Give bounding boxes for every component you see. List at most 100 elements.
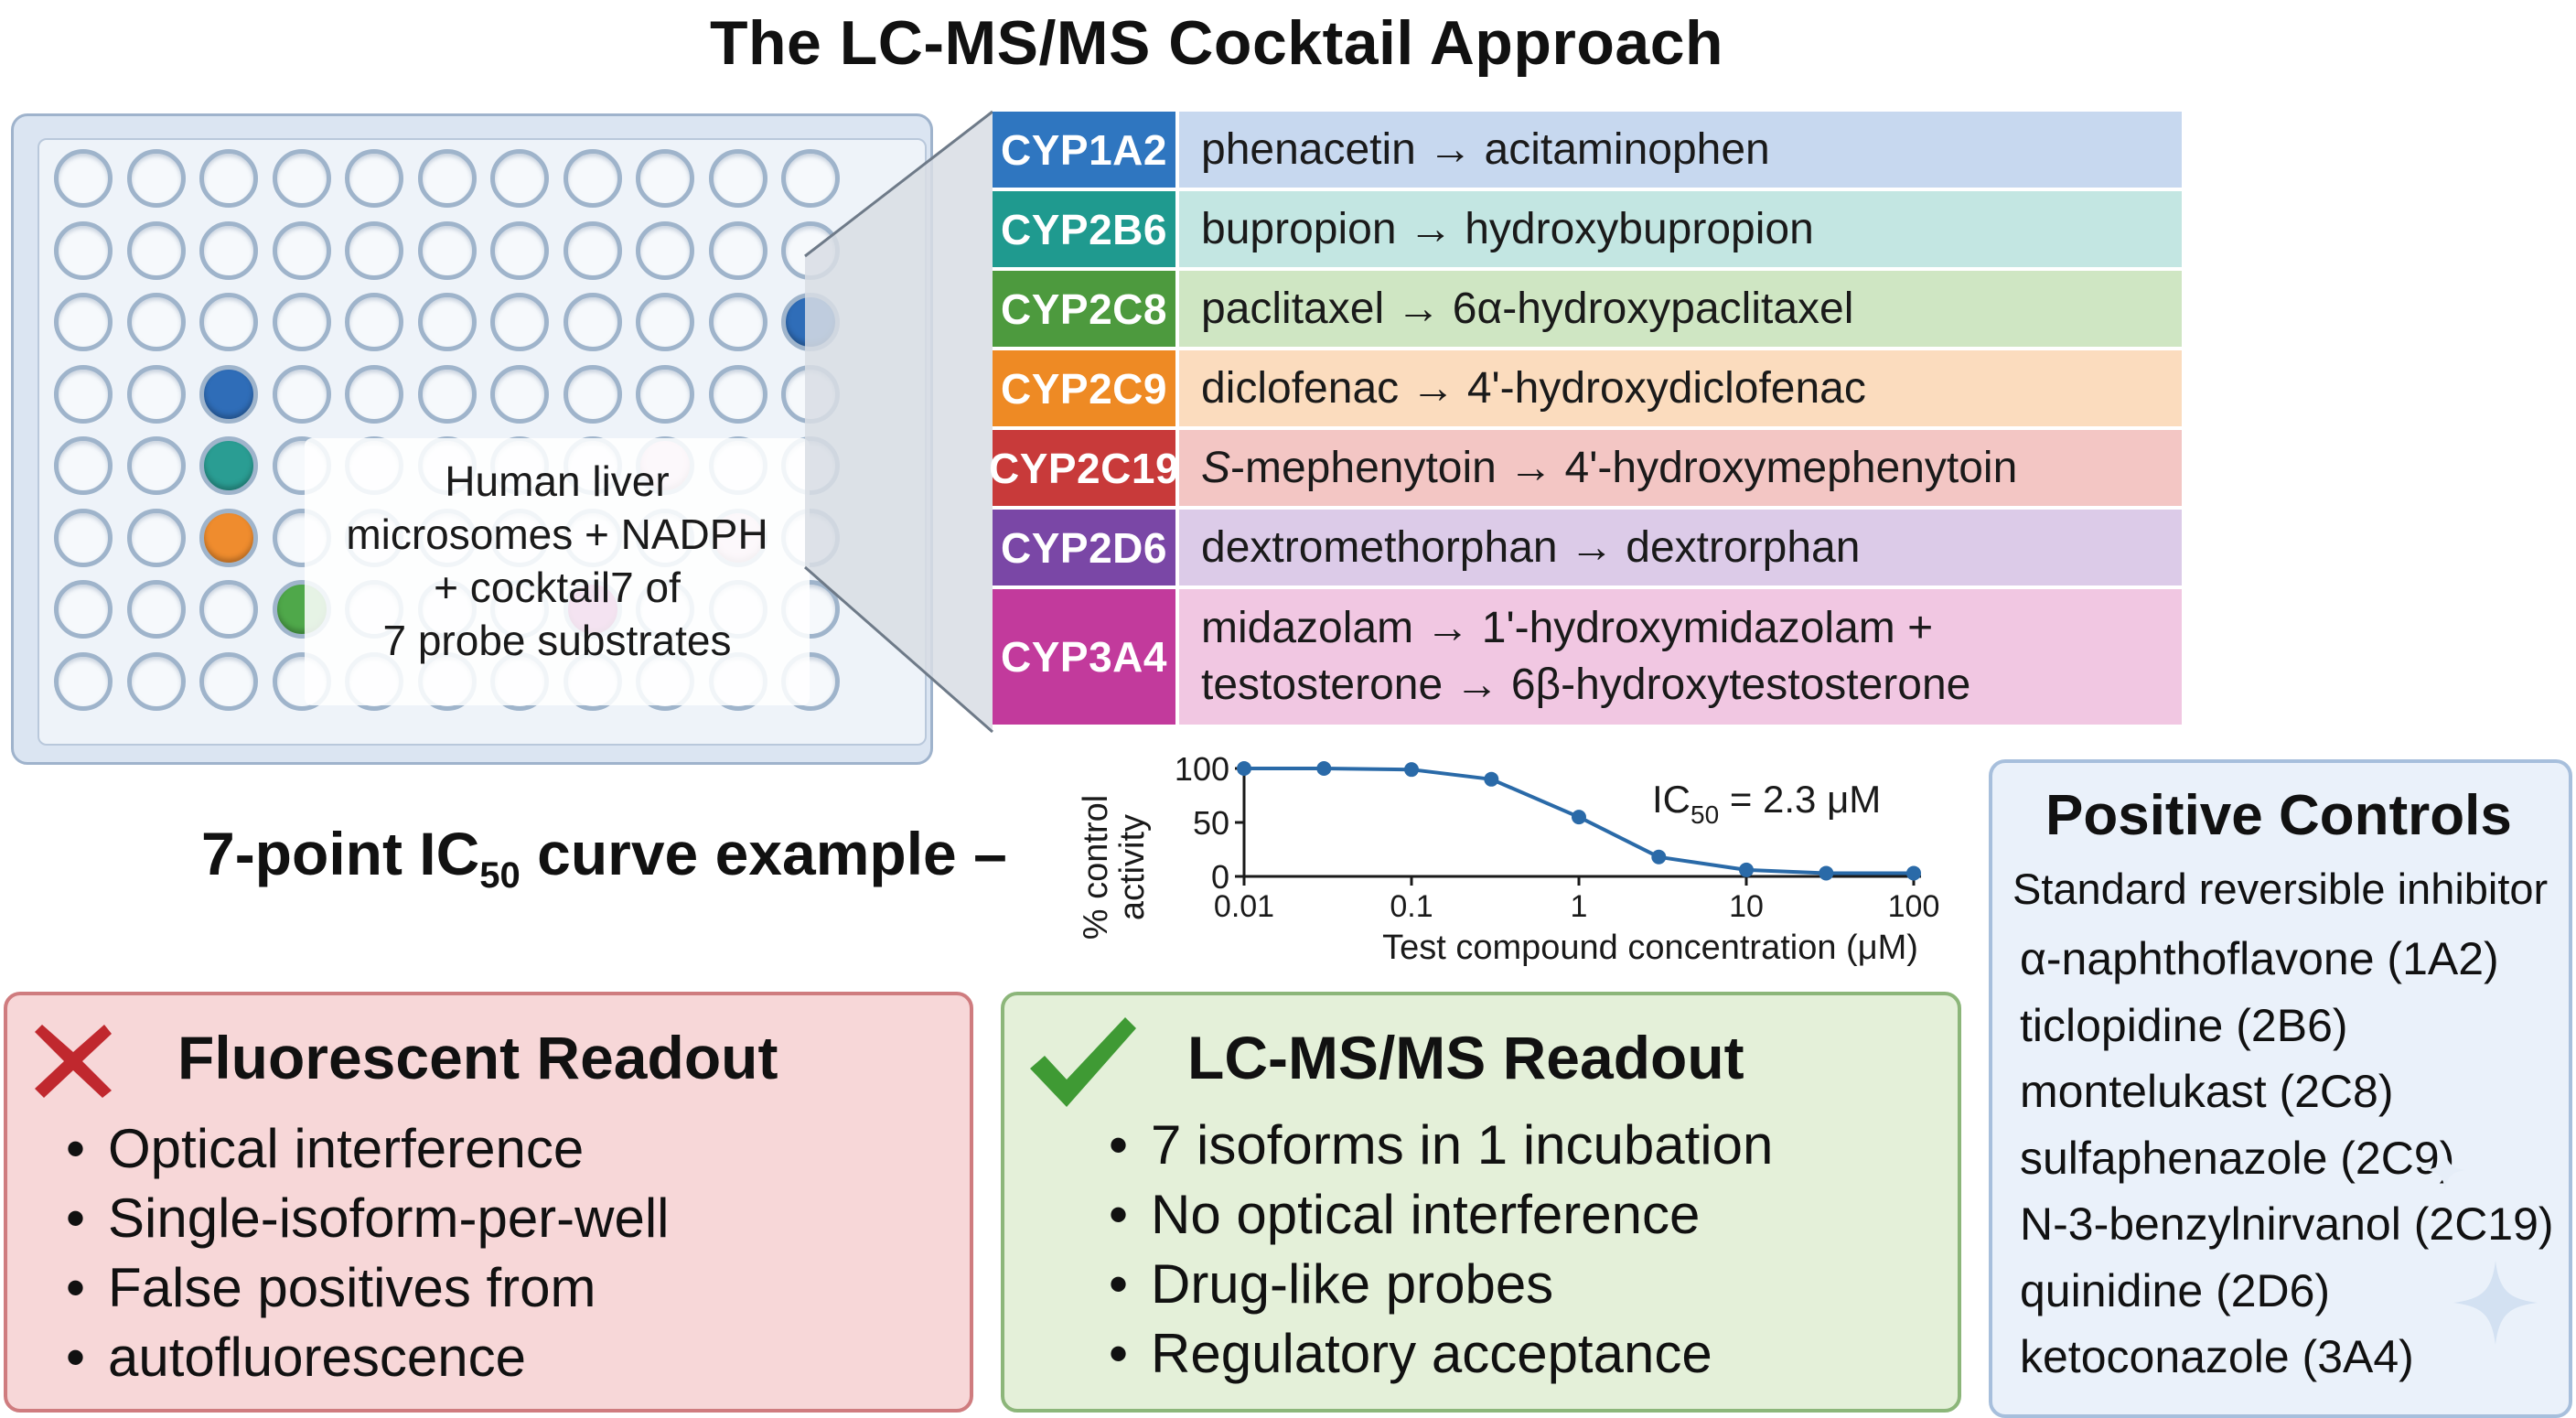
lcms-readout-box: LC-MS/MS Readout 7 isoforms in 1 incubat… <box>1001 992 1961 1413</box>
well <box>199 580 258 639</box>
cyp-reaction-line: testosterone → 6β-hydroxytestosterone <box>1201 661 1971 709</box>
well <box>563 220 622 280</box>
well <box>54 580 113 639</box>
x-tick-label: 100 <box>1888 889 1940 924</box>
data-point <box>1739 862 1754 877</box>
ic50-annotation-post: = 2.3 μM <box>1719 778 1881 821</box>
well <box>54 220 113 280</box>
well <box>708 220 767 280</box>
well <box>199 436 258 495</box>
control-item: N-3-benzylnirvanol (2C19) <box>2020 1198 2554 1250</box>
well <box>636 293 694 351</box>
lcms-readout-title: LC-MS/MS Readout <box>1187 1024 1744 1091</box>
well <box>199 364 258 424</box>
data-point <box>1484 771 1499 787</box>
control-item: α-naphthoflavone (1A2) <box>2020 933 2499 984</box>
cyp-reaction-italic: S <box>1201 444 1231 492</box>
cyp-name: CYP2C8 <box>993 271 1175 347</box>
cyp-name: CYP3A4 <box>993 589 1175 725</box>
cyp-reaction: midazolam → 1'-hydroxymidazolam + testos… <box>1179 589 2182 725</box>
ic50-label-sub: 50 <box>479 855 521 897</box>
well <box>345 364 403 424</box>
well <box>126 580 186 639</box>
well <box>54 651 113 711</box>
well <box>417 220 477 280</box>
lcms-bullets: 7 isoforms in 1 incubation No optical in… <box>1109 1111 1773 1389</box>
plate-label-line: + cocktail7 of <box>434 564 681 611</box>
data-point <box>1906 865 1921 881</box>
ic50-annotation: IC50 = 2.3 μM <box>1652 778 1881 829</box>
well <box>636 220 694 280</box>
well <box>708 149 767 208</box>
cyp-reaction-rest: -mephenytoin → 4'-hydroxymephenytoin <box>1230 444 2018 492</box>
cyp-reaction: diclofenac → 4'-hydroxydiclofenac <box>1179 350 2182 426</box>
well <box>417 293 477 351</box>
cyp-reaction: S-mephenytoin → 4'-hydroxymephenytoin <box>1179 430 2182 506</box>
well <box>345 220 403 280</box>
page-title: The LC-MS/MS Cocktail Approach <box>709 8 1724 78</box>
positive-controls-title: Positive Controls <box>2045 784 2512 847</box>
well <box>126 149 186 208</box>
cyp-name: CYP1A2 <box>993 112 1175 188</box>
y-tick-label: 100 <box>1175 750 1229 788</box>
positive-controls-subtitle: Standard reversible inhibitor <box>2012 865 2549 913</box>
x-axis-label: Test compound concentration (μM) <box>1382 929 1918 967</box>
fluorescent-readout-title: Fluorescent Readout <box>177 1024 778 1091</box>
y-axis-label: % control <box>1077 795 1115 940</box>
data-point <box>1819 865 1834 881</box>
well <box>126 220 186 280</box>
chart-series <box>1237 761 1921 881</box>
control-item: ticlopidine (2B6) <box>2020 999 2348 1051</box>
x-tick-label: 0.1 <box>1390 889 1433 924</box>
well <box>563 293 622 351</box>
plate-label-line: microsomes + NADPH <box>346 510 768 558</box>
well <box>563 364 622 424</box>
well <box>490 293 549 351</box>
bullet-item: No optical interference <box>1109 1180 1773 1250</box>
well <box>54 508 113 567</box>
well <box>490 220 549 280</box>
well <box>708 364 767 424</box>
well <box>54 364 113 424</box>
plate-label-line: Human liver <box>445 457 670 505</box>
control-item: sulfaphenazole (2C9) <box>2020 1132 2455 1184</box>
data-point <box>1572 810 1586 825</box>
cyp-row-2c8: CYP2C8 paclitaxel → 6α-hydroxypaclitaxel <box>993 271 2182 347</box>
well <box>272 293 331 351</box>
well-plate: Human liver microsomes + NADPH + cocktai… <box>11 113 933 765</box>
well <box>126 293 186 351</box>
positive-controls-box: Positive Controls Standard reversible in… <box>1989 759 2572 1418</box>
bullet-item: Regulatory acceptance <box>1109 1319 1773 1389</box>
bullet-item: Drug-like probes <box>1109 1250 1773 1319</box>
y-tick-label: 50 <box>1193 804 1229 842</box>
well <box>126 364 186 424</box>
well <box>781 293 840 351</box>
cyp-row-1a2: CYP1A2 phenacetin → acitaminophen <box>993 112 2182 188</box>
well <box>126 436 186 495</box>
data-point <box>1651 849 1667 865</box>
data-point <box>1237 761 1251 776</box>
control-item: quinidine (2D6) <box>2020 1264 2331 1316</box>
chart-axes <box>1242 763 1921 878</box>
sparkle-icon <box>2453 1261 2538 1345</box>
well <box>417 364 477 424</box>
bullet-item: 7 isoforms in 1 incubation <box>1109 1111 1773 1180</box>
well <box>199 149 258 208</box>
well <box>708 293 767 351</box>
fluorescent-bullets: Optical interference Single-isoform-per-… <box>66 1114 669 1392</box>
x-tick-label: 10 <box>1729 889 1764 924</box>
y-tick-label: 0 <box>1211 858 1229 896</box>
cross-icon <box>35 1025 112 1098</box>
well <box>199 220 258 280</box>
cyp-name: CYP2B6 <box>993 191 1175 267</box>
well <box>199 508 258 567</box>
cyp-table: CYP1A2 phenacetin → acitaminophen CYP2B6… <box>989 112 2182 728</box>
bullet-item: Single-isoform-per-well <box>66 1184 669 1253</box>
checkmark-icon <box>1030 1017 1136 1107</box>
cyp-reaction: dextromethorphan → dextrorphan <box>1179 510 2182 585</box>
ic50-label-pre: 7-point IC <box>201 820 480 887</box>
well <box>126 651 186 711</box>
cyp-row-2c9: CYP2C9 diclofenac → 4'-hydroxydiclofenac <box>993 350 2182 426</box>
well <box>126 508 186 567</box>
